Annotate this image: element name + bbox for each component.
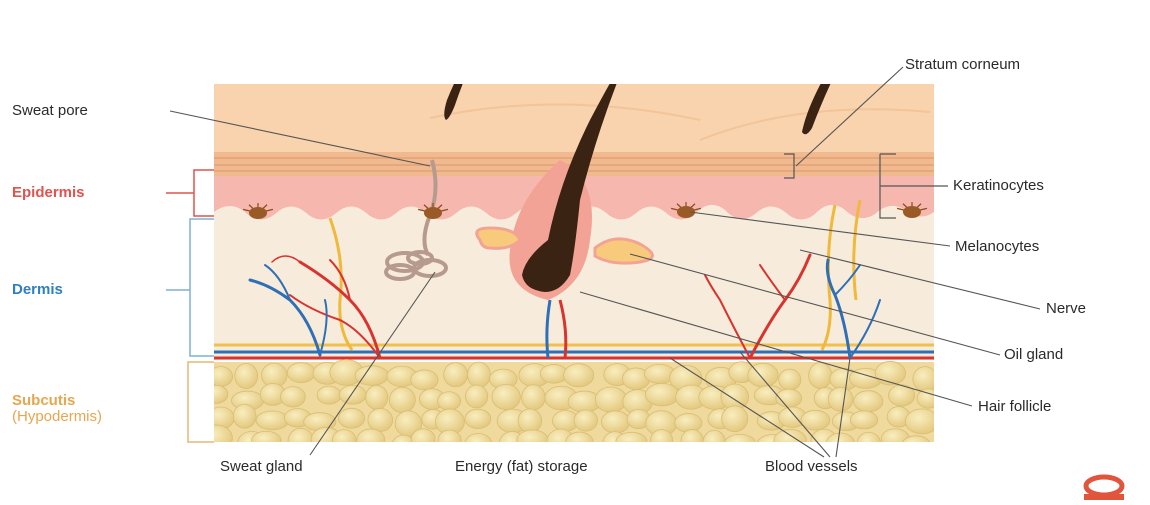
fat-cell [411, 370, 438, 390]
fat-cell [518, 409, 542, 433]
fat-cell [233, 404, 256, 428]
fat-cell [209, 367, 232, 387]
fat-cell [522, 385, 545, 410]
oil-gland-label: Oil gland [1004, 346, 1063, 364]
fat-cell [366, 385, 388, 409]
dermis-label: Dermis [12, 281, 63, 299]
hypodermis-label: (Hypodermis) [12, 408, 102, 426]
fat-cell [467, 362, 490, 387]
sweat-gland-label: Sweat gland [220, 458, 303, 476]
fat-cell [875, 361, 905, 385]
fat-cell [252, 431, 281, 450]
fat-cell [205, 385, 228, 403]
fat-cell [616, 432, 647, 451]
skin-surface-area [214, 84, 934, 162]
sweat-pore-label: Sweat pore [12, 102, 88, 120]
keratinocytes-label: Keratinocytes [953, 177, 1044, 195]
fat-cell [826, 433, 855, 456]
fat-cell [332, 430, 355, 451]
hair-follicle-label: Hair follicle [978, 398, 1051, 416]
fat-cell [724, 434, 755, 453]
fat-cell [854, 391, 883, 412]
fat-cell [703, 430, 725, 454]
fat-cell [357, 429, 385, 451]
fat-cell [338, 408, 364, 428]
fat-cell [411, 429, 435, 450]
fat-cell [905, 409, 939, 434]
fat-cell [492, 384, 520, 409]
fat-cell [779, 369, 801, 390]
fat-cell [801, 410, 830, 430]
fat-cell [287, 363, 315, 383]
fat-cell [722, 406, 748, 432]
fat-cell [256, 411, 289, 430]
fat-cell [828, 387, 853, 411]
epidermis-label: Epidermis [12, 184, 85, 202]
fat-cell [200, 425, 232, 451]
fat-cell [913, 367, 938, 392]
fat-cell [651, 429, 673, 451]
fat-cell [809, 363, 832, 389]
fat-cell [566, 432, 593, 452]
stratum-corneum-label: Stratum corneum [905, 56, 1020, 74]
fat-cell [438, 392, 461, 411]
melanocytes-label: Melanocytes [955, 238, 1039, 256]
brand-logo-icon [1072, 472, 1136, 500]
fat-cell [368, 408, 393, 431]
fat-cell [444, 363, 468, 387]
fat-cell [564, 364, 594, 387]
nerve-label: Nerve [1046, 300, 1086, 318]
fat-cell [595, 387, 626, 412]
fat-cell [850, 411, 878, 429]
fat-cell [438, 430, 461, 451]
fat-cell [681, 430, 703, 452]
energy-storage-label: Energy (fat) storage [455, 458, 588, 476]
fat-cell [389, 387, 415, 412]
fat-cell [601, 411, 629, 433]
layer-brackets [166, 170, 214, 442]
fat-cell [235, 364, 258, 389]
fat-cell [465, 409, 491, 428]
fat-cell [465, 433, 493, 455]
fat-cell [288, 428, 314, 454]
fat-cell [917, 389, 940, 408]
fat-cell [645, 383, 679, 405]
blood-vessels-label: Blood vessels [765, 458, 858, 476]
fat-cell [281, 387, 306, 407]
fat-cell [317, 386, 341, 404]
fat-cell [774, 429, 807, 453]
fat-cell [517, 430, 548, 450]
fat-cell [339, 385, 366, 404]
fat-cell [574, 410, 597, 431]
fat-cell [465, 385, 487, 408]
fat-cell [901, 436, 930, 456]
fat-cell [857, 432, 880, 454]
fat-cell [675, 414, 702, 433]
